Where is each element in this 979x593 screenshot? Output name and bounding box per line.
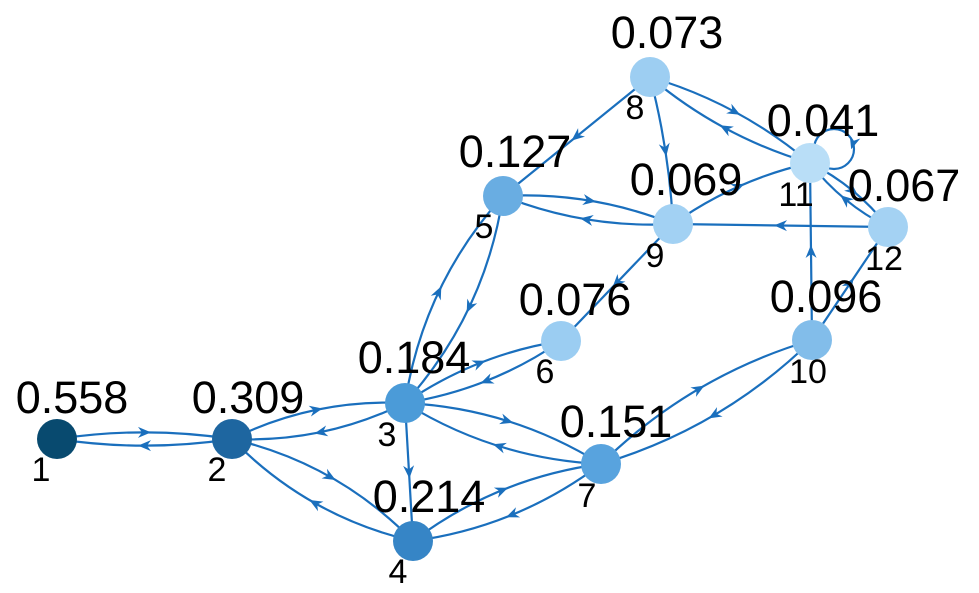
node-2-label: 2 [208,451,227,489]
node-5-value: 0.127 [459,126,572,177]
edges-layer [55,75,890,543]
edge-11-to-11-arrow [849,135,861,150]
edge-8-to-5-arrow [571,128,586,141]
edge-9-to-6-arrow [612,274,626,288]
edge-11-to-8-arrow [719,125,734,137]
edge-4-to-7-arrow [493,487,508,498]
edge-12-to-9-arrow [774,220,788,232]
node-10-value: 0.096 [770,271,883,322]
node-2 [212,419,252,459]
node-12-value: 0.067 [848,160,961,211]
node-11-label: 11 [778,176,813,214]
edge-3-to-6-arrow [471,360,486,371]
node-9-label: 9 [646,237,665,275]
edge-8-to-11-arrow [726,103,741,115]
edge-2-to-3-arrow [308,405,323,417]
node-8-value: 0.073 [611,7,724,58]
node-6 [541,321,581,361]
edge-5-to-3-arrow [466,298,478,313]
node-3 [385,383,425,423]
node-4 [393,521,433,561]
edge-9-to-11-arrow [730,183,745,195]
node-7-value: 0.151 [560,396,673,447]
edge-8-to-9-arrow [658,142,670,157]
edge-3-to-7-arrow [499,413,514,425]
node-1-value: 0.558 [16,372,129,423]
node-5 [483,176,523,216]
node-10 [792,320,832,360]
edge-7-to-4-arrow [506,507,521,518]
edge-2-to-1-arrow [138,440,151,452]
node-9-value: 0.069 [630,154,743,205]
node-11-value: 0.041 [767,95,880,146]
edge-10-to-11-arrow [805,245,817,259]
node-7 [581,444,621,484]
node-9 [653,204,693,244]
edge-3-to-2-arrow [314,425,329,437]
edge-7-to-3-arrow [492,442,507,454]
nodes-layer [37,57,908,561]
edge-10-to-7-arrow [708,407,723,419]
node-7-label: 7 [578,477,597,515]
edge-6-to-3-arrow [480,373,495,384]
node-12 [868,207,908,247]
edge-4-to-2-arrow [309,500,324,512]
edge-2-to-4-arrow [321,468,336,480]
edge-10-to-12-arrow [841,278,854,292]
node-4-value: 0.214 [373,471,486,522]
edge-7-to-10-arrow [690,385,705,397]
edge-3-to-4-arrow [403,465,415,479]
node-1 [37,419,77,459]
node-5-label: 5 [475,208,494,246]
node-6-label: 6 [536,353,555,391]
node-2-value: 0.309 [192,372,305,423]
node-6-value: 0.076 [519,274,632,325]
edge-11-to-12-arrow [844,182,858,195]
node-8-label: 8 [626,89,645,127]
edge-5-to-9-arrow [582,194,596,205]
edge-12-to-11-arrow [840,195,854,208]
edge-3-to-5-arrow [430,286,442,301]
node-10-label: 10 [789,353,827,391]
node-3-value: 0.184 [358,332,471,383]
node-4-label: 4 [389,553,408,591]
node-8 [630,57,670,97]
node-12-label: 12 [865,240,903,278]
node-3-label: 3 [378,416,397,454]
edge-1-to-2-arrow [138,426,151,438]
labels-layer: 0.558 1 0.309 2 0.184 3 0.214 4 0.127 5 0.076 60.15… [16,7,961,591]
node-11 [790,143,830,183]
node-1-label: 1 [32,451,51,489]
edge-9-to-5-arrow [580,215,594,226]
